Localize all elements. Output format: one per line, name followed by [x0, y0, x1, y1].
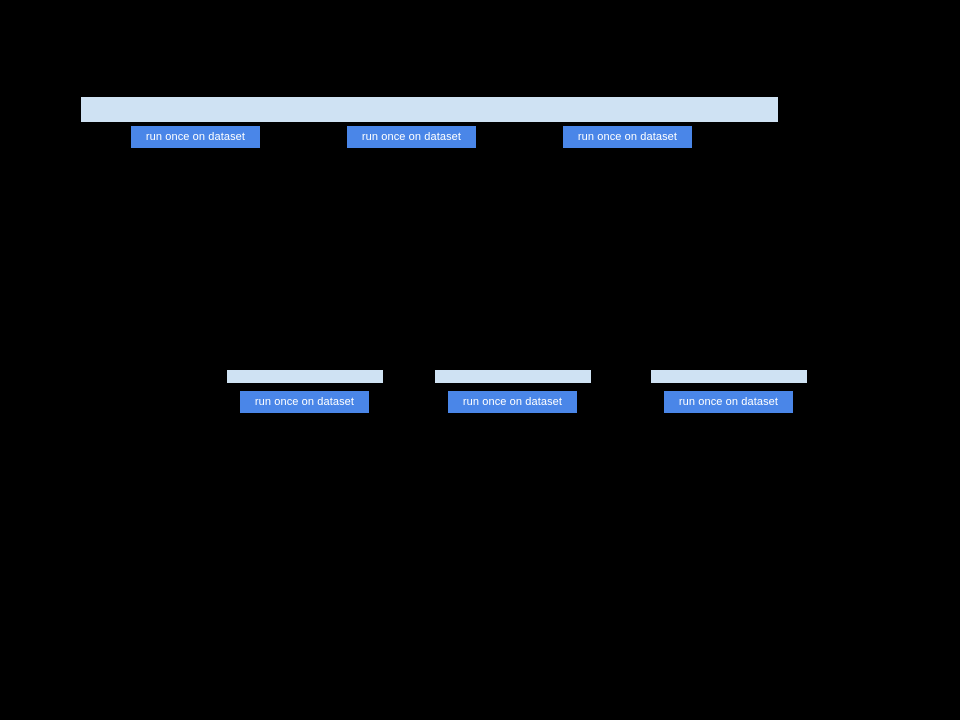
run-once-on-dataset-button-6[interactable]: run once on dataset	[664, 391, 793, 413]
group-2-label-bar	[435, 370, 591, 383]
run-once-on-dataset-button-2[interactable]: run once on dataset	[347, 126, 476, 148]
header-banner	[81, 97, 778, 122]
run-once-on-dataset-button-5[interactable]: run once on dataset	[448, 391, 577, 413]
group-1-label-bar	[227, 370, 383, 383]
run-once-on-dataset-button-4[interactable]: run once on dataset	[240, 391, 369, 413]
run-once-on-dataset-button-3[interactable]: run once on dataset	[563, 126, 692, 148]
run-once-on-dataset-button-1[interactable]: run once on dataset	[131, 126, 260, 148]
group-3-label-bar	[651, 370, 807, 383]
